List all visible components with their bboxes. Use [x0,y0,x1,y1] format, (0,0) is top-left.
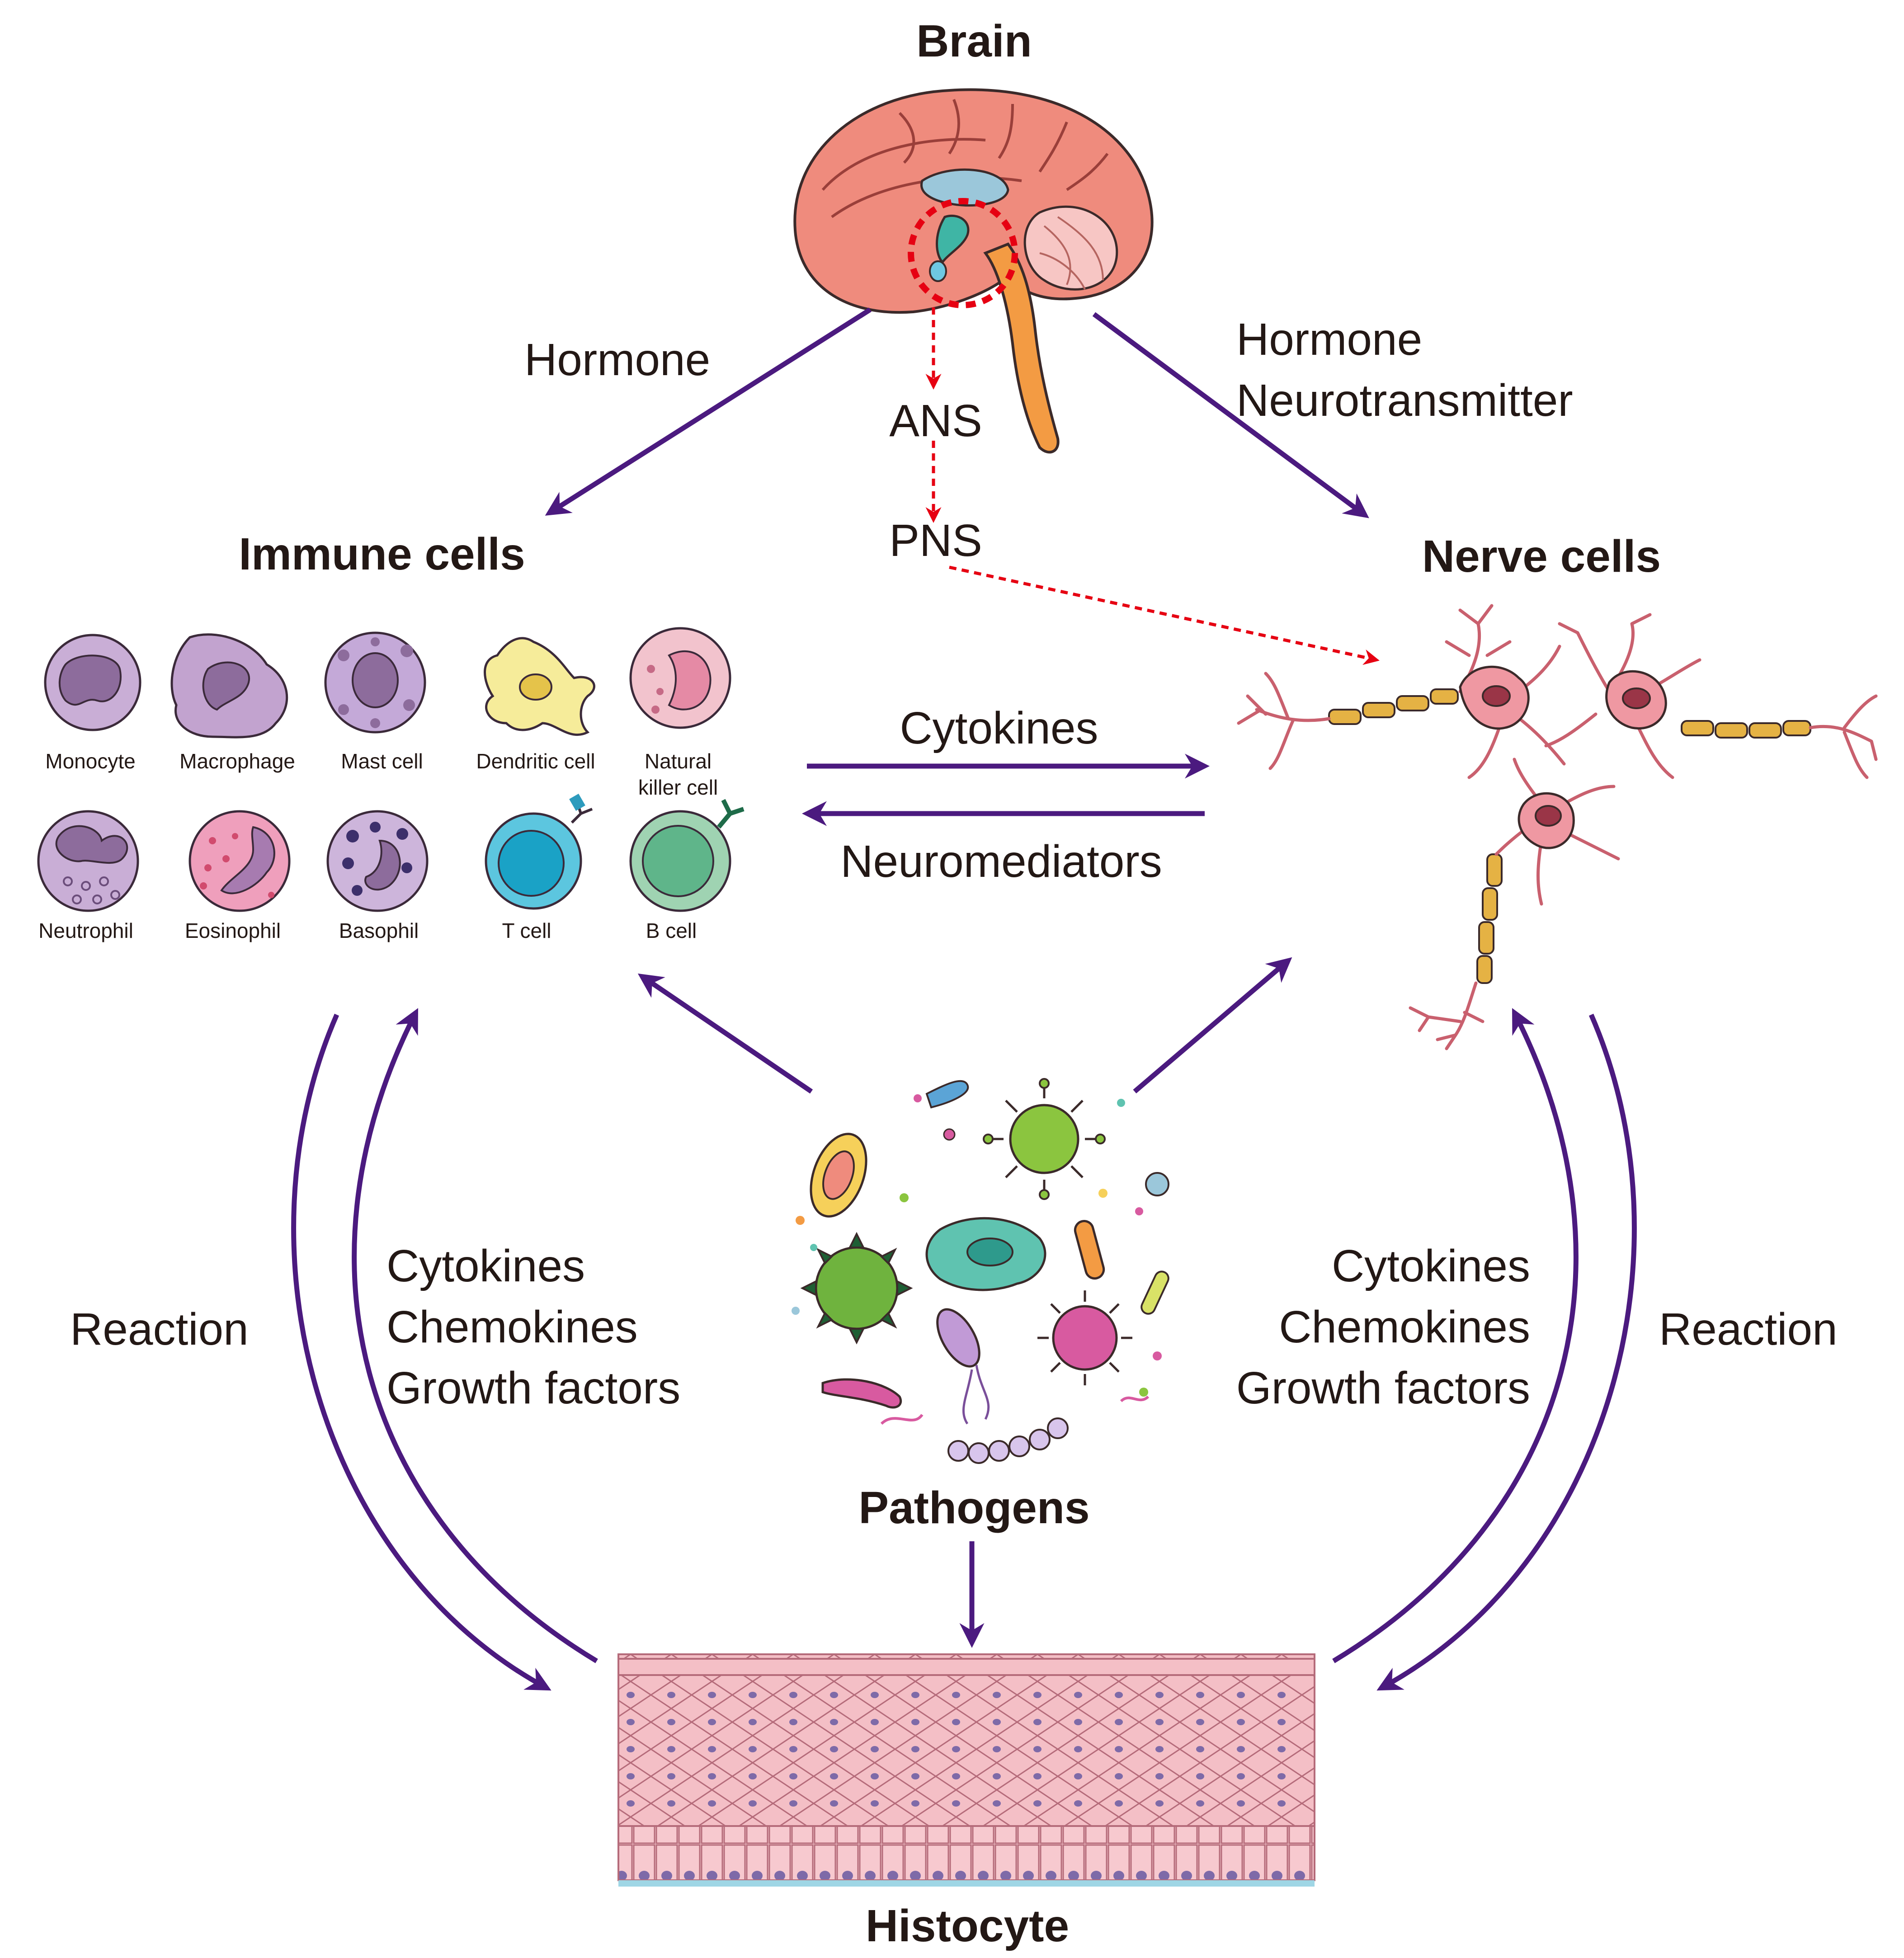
dendritic-cell-icon [484,637,595,736]
dashed-arrows [925,307,1380,665]
neuromediators-label: Neuromediators [840,836,1162,887]
left-growth-factors-label: Growth factors [386,1363,680,1413]
right-growth-factors-label: Growth factors [1236,1363,1530,1413]
nerve-cell-network [1237,604,1878,1050]
small-microbe-dots [792,1080,1169,1425]
mast-cell-label: Mast cell [341,749,423,773]
bacillus-icon [821,1220,1169,1409]
pns-label: PNS [889,515,982,566]
monocyte-icon [44,634,141,731]
t-cell-label: T cell [502,919,551,942]
right-cytokines-label: Cytokines [1332,1241,1530,1291]
spiky-virus-icon [1037,1290,1132,1385]
cytokines-label: Cytokines [900,703,1098,753]
ans-label: ANS [889,395,982,446]
right-chemokines-label: Chemokines [1279,1302,1530,1352]
nerve-cells-title: Nerve cells [1422,531,1661,582]
natural-killer-cell-icon [629,627,731,729]
left-chemokines-label: Chemokines [386,1302,638,1352]
macrophage-label: Macrophage [179,749,295,773]
coronavirus-icon [800,1232,913,1345]
right-reaction-label: Reaction [1659,1304,1838,1355]
left-cytokines-label: Cytokines [386,1241,585,1291]
flagellate-icon [936,1308,990,1425]
eosinophil-label: Eosinophil [185,919,281,942]
histocyte-tissue [617,1653,1315,1887]
basophil-label: Basophil [339,919,419,942]
t-cell-icon [485,794,593,910]
arrows [291,307,1637,1691]
virus-icon [983,1078,1106,1200]
myelin-sheath [1328,688,1811,984]
pathogens-title: Pathogens [858,1483,1089,1533]
left-reaction-label: Reaction [70,1304,249,1355]
parasite-icon [810,1133,867,1218]
streptococcus-icon [947,1417,1069,1464]
neutrophil-icon [37,810,139,912]
b-cell-label: B cell [646,919,697,942]
bacteria-icon [925,1217,1046,1291]
pathogen-cluster [792,1078,1169,1464]
dendrites [1237,604,1878,1050]
brain-title: Brain [916,16,1032,66]
brain-illustration [793,88,1154,454]
b-cell-icon [629,799,745,912]
mast-cell-icon [324,631,426,734]
hormone-label: Hormone [524,334,710,385]
histocyte-title: Histocyte [866,1901,1069,1951]
hormone-label-right: Hormone [1236,314,1422,365]
immune-cells-title: Immune cells [239,529,525,579]
dendritic-cell-label: Dendritic cell [476,749,595,773]
immune-cell-grid [37,627,745,912]
eosinophil-icon [189,810,291,912]
neurotransmitter-label: Neurotransmitter [1236,375,1573,426]
monocyte-label: Monocyte [45,749,135,773]
basophil-icon [326,810,429,912]
macrophage-icon [170,633,288,739]
neutrophil-label: Neutrophil [38,919,133,942]
